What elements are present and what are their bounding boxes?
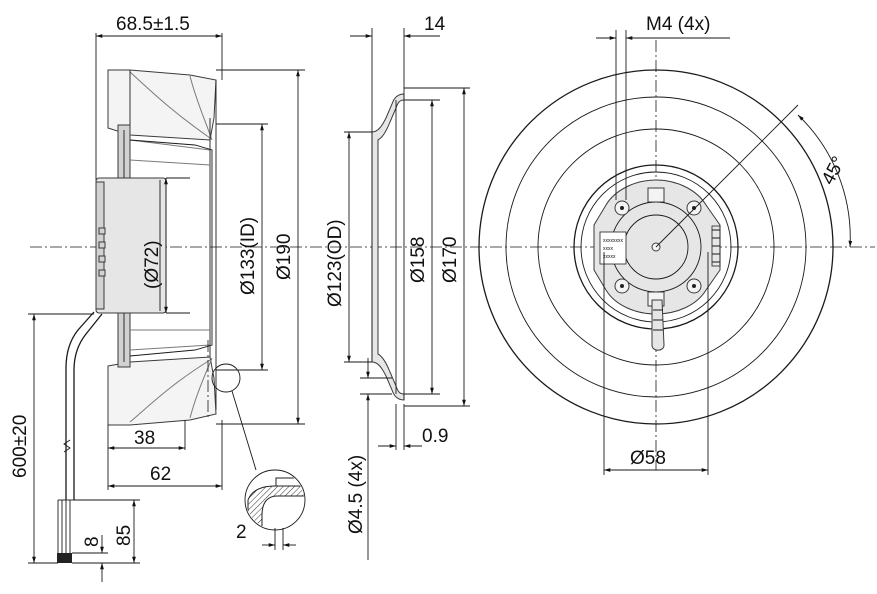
dim-d72: (Ø72): [142, 240, 163, 289]
dim-14: 14: [424, 14, 446, 35]
svg-text:xxxx: xxxx: [603, 246, 614, 252]
svg-text:xxxxx: xxxxx: [603, 254, 616, 260]
detail-view: [244, 469, 306, 550]
dim-d133-id: Ø133(ID): [238, 217, 259, 295]
cable: [65, 311, 95, 500]
detail-marker: [211, 363, 241, 393]
dim-d123-od: Ø123(OD): [325, 219, 346, 307]
dim-8: 8: [82, 536, 103, 547]
inlet-ring: [371, 93, 405, 401]
mounting-holes: [614, 200, 702, 294]
dim-d190: Ø190: [274, 234, 295, 280]
dim-d58: Ø58: [630, 448, 666, 469]
impeller-outer-circle: [478, 69, 834, 425]
dim-m4: M4 (4x): [646, 14, 710, 35]
side-view: 68.5±1.5 (Ø72) Ø133(ID) Ø190 38 62 600±2…: [10, 14, 875, 582]
dim-85: 85: [114, 525, 135, 546]
dim-width-68-5: 68.5±1.5: [116, 14, 190, 35]
dim-62: 62: [150, 464, 171, 485]
cable-exit: [651, 299, 665, 351]
dim-angle-45: 45°: [818, 153, 850, 188]
dim-2: 2: [236, 522, 247, 543]
dim-d158: Ø158: [408, 237, 429, 283]
svg-text:xxxxxxxx: xxxxxxxx: [603, 238, 624, 244]
dim-d170: Ø170: [440, 237, 461, 283]
dim-hole-4-5: Ø4.5 (4x): [346, 455, 367, 534]
inlet-ring-view: 14 Ø123(OD) Ø158 Ø170 Ø4.5 (4x) 0.9: [325, 14, 470, 560]
dim-0-9: 0.9: [422, 426, 448, 447]
dim-38: 38: [134, 428, 155, 449]
dim-cable-600: 600±20: [10, 415, 31, 478]
front-view: xxxxxxxx xxxx xxxxx M4 (4x) 45° Ø58: [478, 14, 853, 475]
